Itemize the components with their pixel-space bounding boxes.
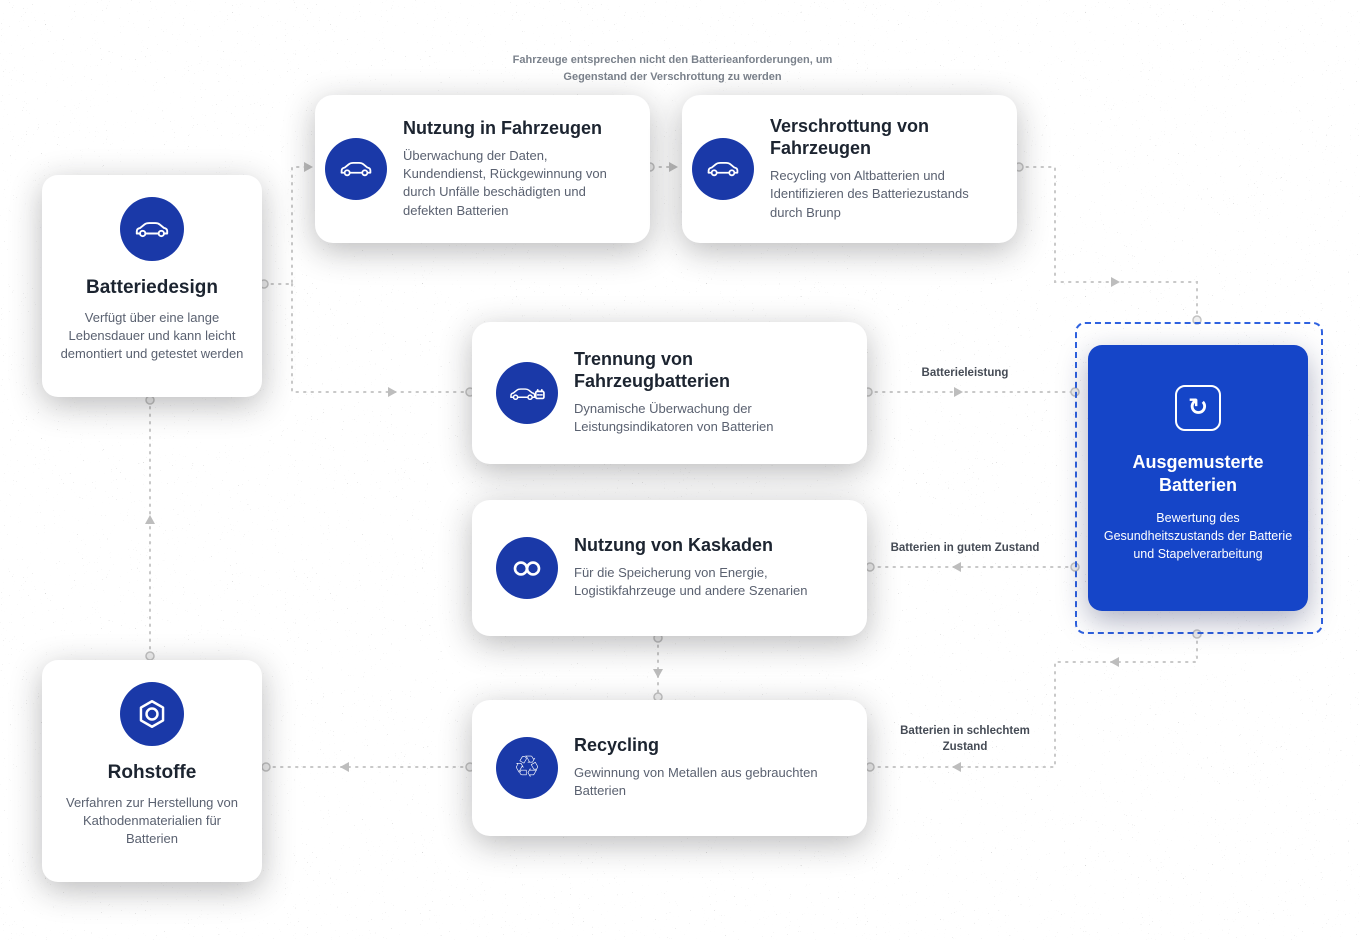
node-description: Gewinnung von Metallen aus gebrauchten B… (574, 765, 818, 799)
car-icon (120, 197, 184, 261)
node-title: Nutzung in Fahrzeugen (403, 118, 602, 139)
hex-nut-icon (120, 682, 184, 746)
node-nutzung-in-fahrzeugen: Nutzung in Fahrzeugen Überwachung der Da… (315, 95, 650, 243)
edge-label-battery-performance: Batterieleistung (921, 367, 1009, 379)
edge-label-bad-condition: Batterien in schlechtem Zustand (900, 725, 1030, 754)
edge-scrap-to-retired (1018, 166, 1198, 317)
car-battery-icon (496, 362, 558, 424)
node-title: Batteriedesign (86, 277, 218, 298)
top-annotation: Fahrzeuge entsprechen nicht den Batterie… (400, 52, 945, 86)
edge-design-to-use (263, 166, 306, 285)
infinity-icon (496, 537, 558, 599)
retired-batteries-dashed-frame: ↻ Ausgemusterte Batterien Bewertung des … (1075, 322, 1323, 634)
node-description: Bewertung des Gesundheitszustands der Ba… (1103, 510, 1293, 562)
car-icon (325, 138, 387, 200)
node-title: Trennung von Fahrzeugbatterien (574, 349, 731, 392)
top-annotation-line2: Gegenstand der Verschrottung zu werden (563, 71, 782, 84)
node-description: Dynamische Überwachung der Leistungsindi… (574, 401, 774, 435)
edge-label-good-condition: Batterien in gutem Zustand (890, 542, 1040, 554)
node-title: Ausgemusterte Batterien (1132, 452, 1264, 496)
edge-design-to-separation (291, 283, 467, 393)
node-title: Verschrottung von Fahrzeugen (770, 116, 930, 159)
node-verschrottung-von-fahrzeugen: Verschrottung von Fahrzeugen Recycling v… (682, 95, 1017, 243)
car-icon (692, 138, 754, 200)
node-description: Verfügt über eine lange Lebensdauer und … (60, 310, 244, 361)
top-annotation-line1: Fahrzeuge entsprechen nicht den Batterie… (512, 54, 833, 66)
recycle-icon: ♲ (496, 737, 558, 799)
node-description: Für die Speicherung von Energie, Logisti… (574, 565, 808, 599)
node-recycling: ♲ Recycling Gewinnung von Metallen aus g… (472, 700, 867, 836)
node-description: Verfahren zur Herstellung von Kathodenma… (66, 795, 238, 846)
node-nutzung-von-kaskaden: Nutzung von Kaskaden Für die Speicherung… (472, 500, 867, 636)
node-ausgemusterte-batterien: ↻ Ausgemusterte Batterien Bewertung des … (1088, 345, 1308, 611)
node-title: Rohstoffe (107, 762, 197, 783)
node-title: Nutzung von Kaskaden (574, 535, 774, 556)
node-description: Recycling von Altbatterien und Identifiz… (770, 168, 969, 220)
battery-recycle-icon: ↻ (1175, 385, 1221, 431)
node-batteriedesign: Batteriedesign Verfügt über eine lange L… (42, 175, 262, 397)
node-title: Recycling (574, 735, 660, 756)
node-rohstoffe: Rohstoffe Verfahren zur Herstellung von … (42, 660, 262, 882)
node-description: Überwachung der Daten, Kundendienst, Rüc… (403, 148, 607, 218)
node-trennung-von-fahrzeugbatterien: Trennung von Fahrzeugbatterien Dynamisch… (472, 322, 867, 464)
